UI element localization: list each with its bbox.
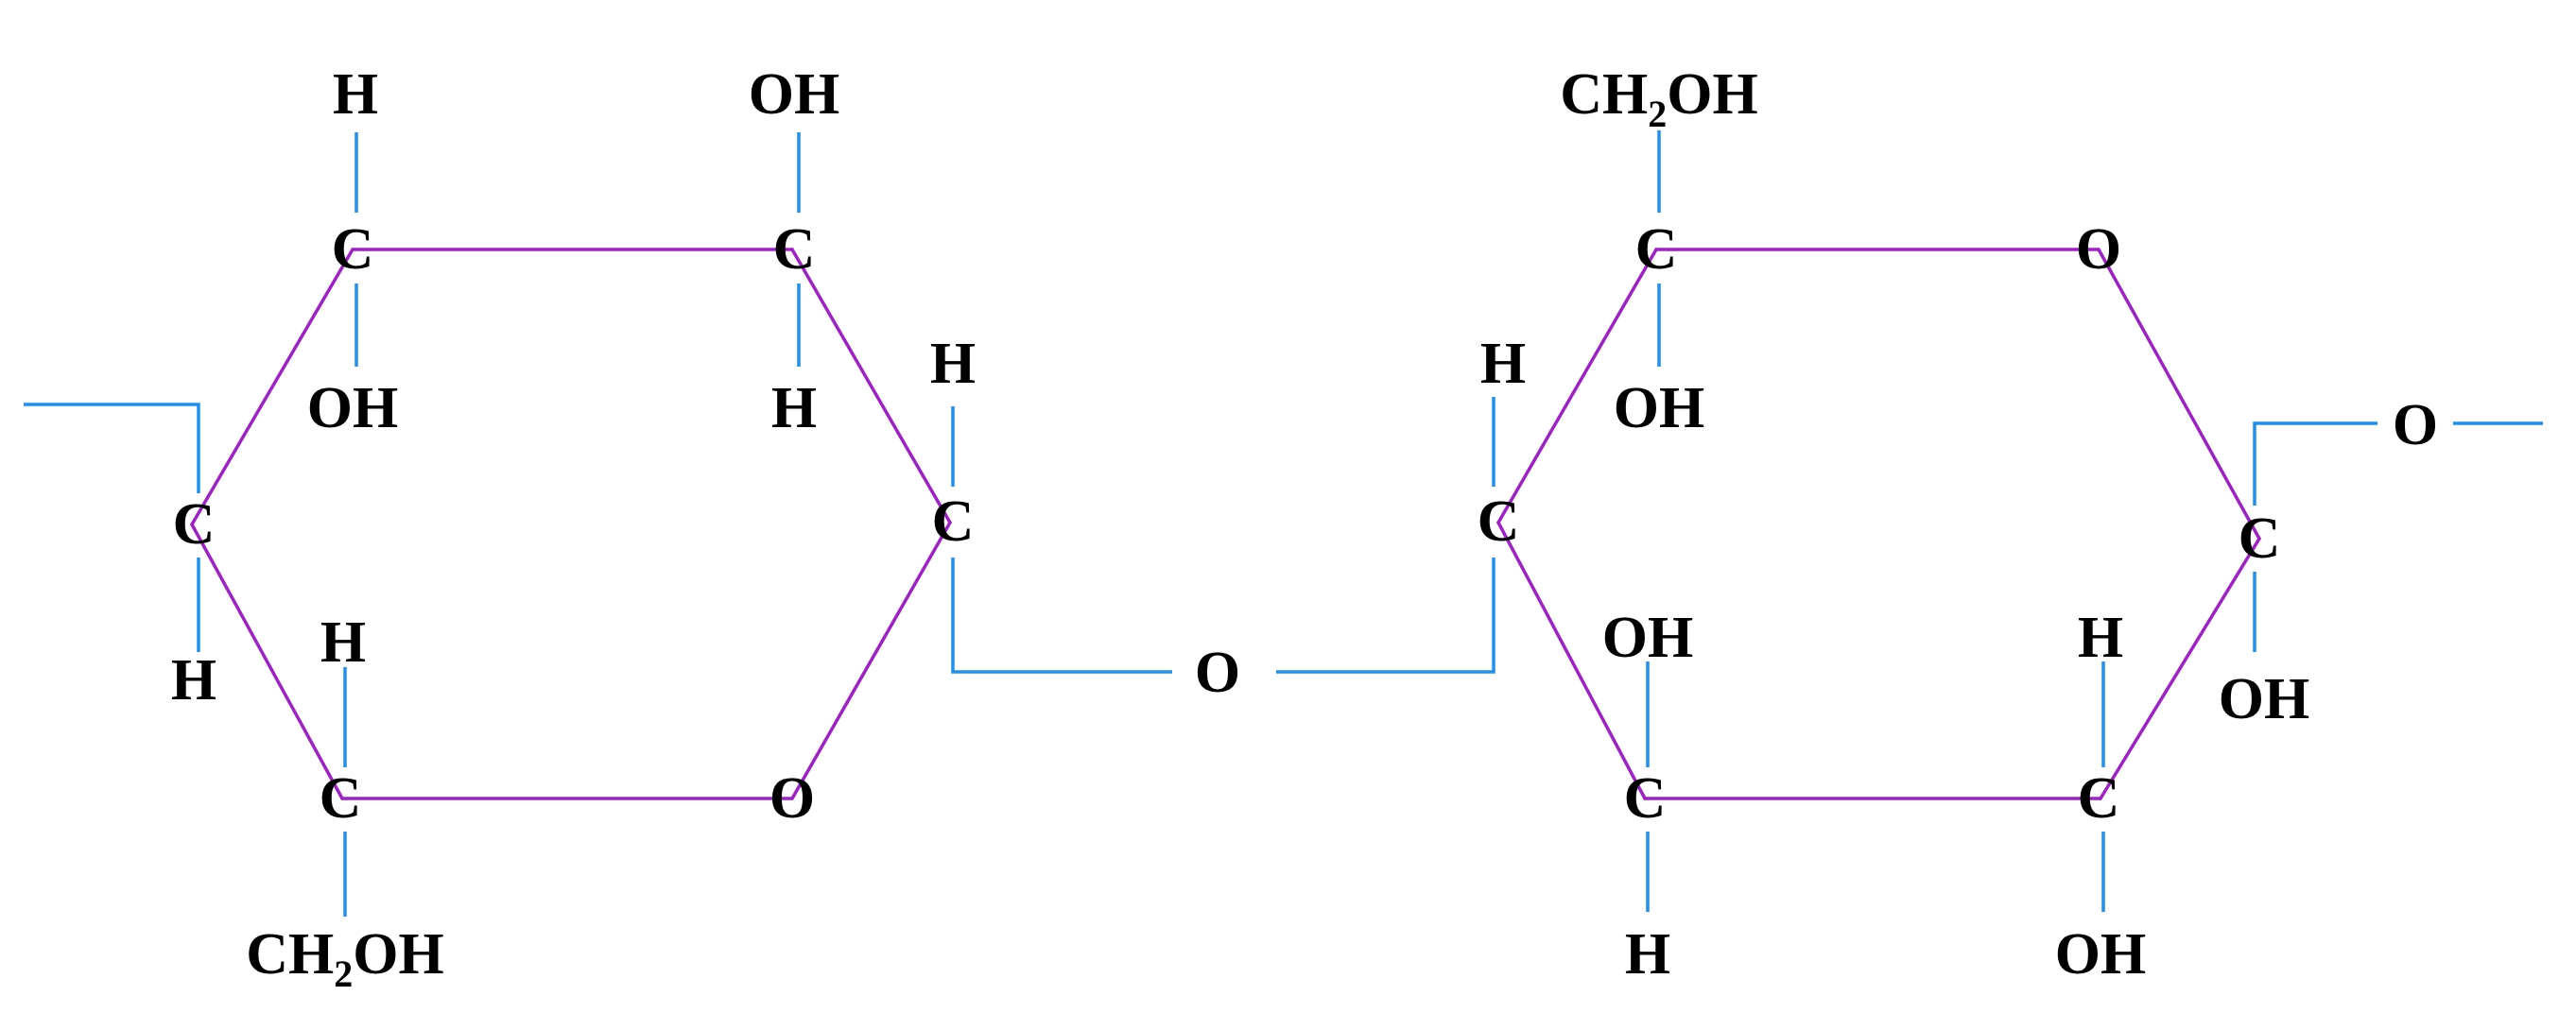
left-oh-below-top-left-carbon: OH (307, 376, 398, 440)
left-ring-bond-upper-right (790, 248, 952, 524)
right-h-above-bottom-right-carbon: H (2078, 606, 2123, 670)
left-ring-carbon-top-left: C (332, 217, 374, 282)
left-h-above-top-left-carbon: H (333, 62, 378, 127)
right-ring-carbon-left: C (1478, 489, 1520, 554)
right-oh-below-right-carbon: OH (2219, 667, 2309, 731)
right-linkage-oxygen: O (2393, 393, 2438, 457)
left-ring-bond-lower-right (790, 521, 952, 800)
right-ring-atoms: C O C C C C CH2OH OH H OH H H OH OH O (1478, 62, 2439, 987)
right-ring-bond-lower-right (2099, 537, 2261, 800)
right-ring-bond-upper-left (1496, 248, 1658, 524)
left-ring-carbon-right: C (932, 489, 975, 554)
left-ring-bonds (190, 248, 952, 800)
left-h-below-top-right-carbon: H (771, 376, 817, 440)
right-ring-bond-upper-right (2097, 248, 2261, 541)
left-ch2oh-below-bottom-left-carbon: CH2OH (246, 922, 443, 995)
bond-left-c3-to-bridge-oxygen (951, 558, 1172, 674)
bond-bridge-oxygen-to-right-c4 (1276, 558, 1495, 674)
right-oh-below-top-left-carbon: OH (1614, 376, 1704, 440)
left-ring-carbon-bottom-left: C (320, 766, 362, 831)
left-ring-bond-lower-left (190, 523, 344, 800)
right-ring-substituent-bonds (1276, 130, 2543, 912)
right-h-below-bottom-left-carbon: H (1625, 922, 1670, 987)
left-oh-above-top-right-carbon: OH (749, 62, 839, 127)
right-ring-carbon-right: C (2239, 506, 2281, 571)
right-ch2oh-above-top-left-carbon: CH2OH (1560, 62, 1757, 135)
right-ring-carbon-bottom-left: C (1624, 766, 1667, 831)
glycosidic-bridge-oxygen: O (1195, 641, 1240, 705)
right-h-above-left-carbon: H (1480, 332, 1526, 396)
left-ring-substituent-bonds (24, 132, 1172, 917)
left-ring-carbon-top-right: C (773, 217, 816, 282)
left-ring-oxygen: O (769, 766, 815, 831)
left-ring-bond-upper-left (190, 248, 354, 526)
right-ring-carbon-bottom-right: C (2078, 766, 2120, 831)
left-h-below-left-carbon: H (171, 648, 216, 713)
right-oh-above-bottom-left-carbon: OH (1602, 606, 1693, 670)
right-ring-bond-lower-left (1496, 521, 1647, 800)
right-oh-below-bottom-right-carbon: OH (2055, 922, 2146, 987)
left-ring-carbon-left: C (173, 492, 216, 557)
left-ring-atoms: C C C O C C H OH OH H H H H CH2OH (171, 62, 976, 995)
bond-left-c6-to-chain-end (24, 403, 200, 493)
right-ring-carbon-top-left: C (1635, 217, 1678, 282)
bond-right-c1-to-linkage-oxygen (2253, 421, 2377, 506)
right-ring-oxygen: O (2076, 217, 2121, 282)
right-ring-bonds (1496, 248, 2261, 800)
left-h-above-right-carbon: H (930, 332, 976, 396)
left-h-above-bottom-left-carbon: H (320, 610, 366, 675)
